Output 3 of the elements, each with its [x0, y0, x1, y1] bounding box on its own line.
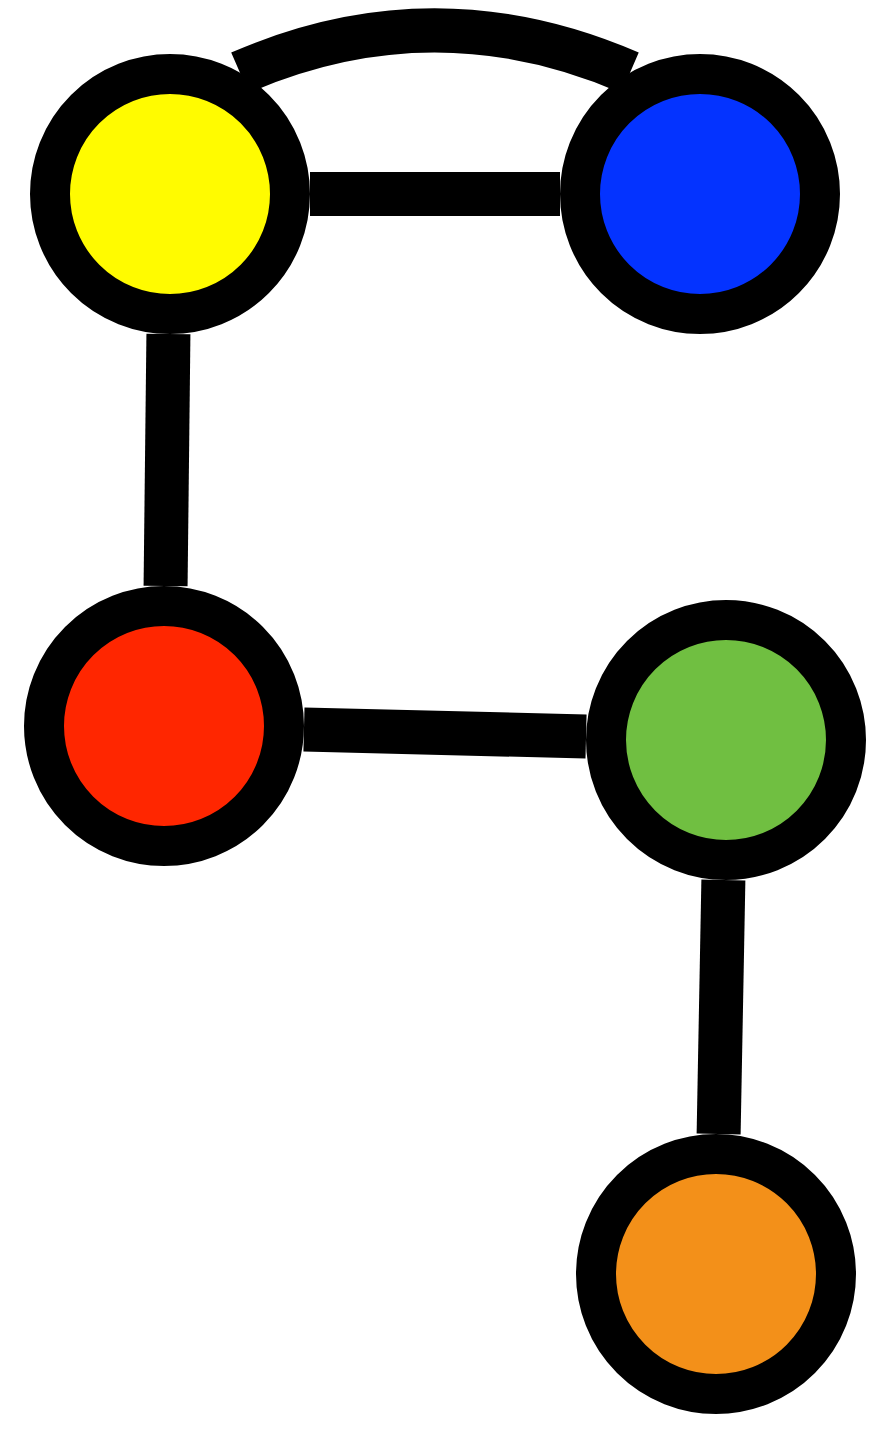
connector-line [143, 333, 191, 587]
connector-line [310, 172, 560, 216]
connector-line [303, 707, 587, 759]
